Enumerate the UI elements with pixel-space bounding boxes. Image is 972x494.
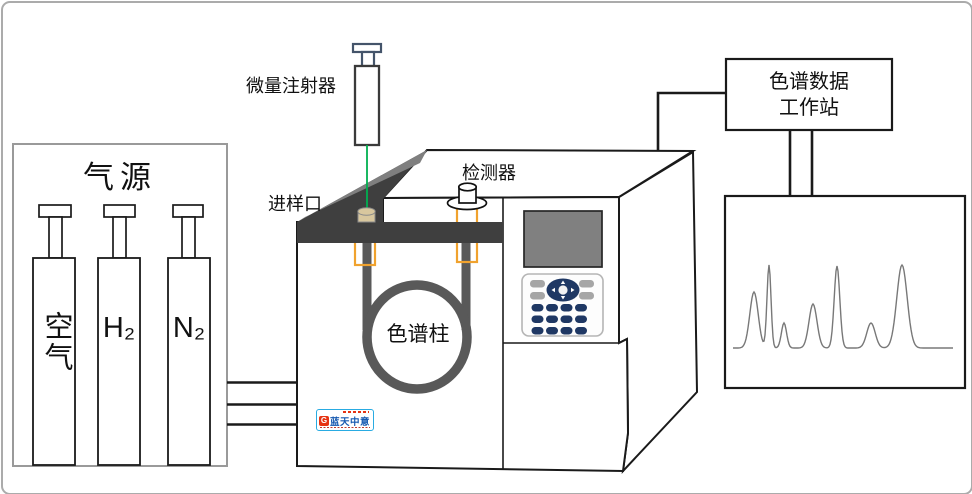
nav-up-arrow-icon	[560, 280, 566, 284]
keypad-nav-cluster[interactable]	[546, 278, 580, 302]
oven-lid-bevel	[297, 150, 427, 222]
keypad-number-keys[interactable]	[531, 304, 588, 335]
detector-label: 检测器	[462, 163, 516, 183]
nav-down-arrow-icon	[560, 296, 566, 300]
keypad-key[interactable]	[575, 327, 587, 335]
keypad-key[interactable]	[546, 327, 558, 335]
workstation-label-line1: 色谱数据	[769, 70, 849, 93]
gas-cylinder-n2	[167, 204, 211, 466]
gas-supply-lines	[227, 381, 298, 426]
logo-bottom-tagline	[320, 426, 370, 428]
column-loop	[362, 243, 472, 394]
gc-display-screen	[523, 210, 603, 268]
detector-assembly	[446, 182, 488, 211]
gas-source-box	[12, 143, 228, 467]
syringe-barrel	[353, 64, 381, 147]
keypad-key[interactable]	[546, 315, 558, 324]
syringe-plunger-cap	[351, 42, 383, 54]
keypad-key[interactable]	[560, 315, 573, 324]
cylinder-label-air: 空气	[40, 311, 72, 373]
gc-side-face	[618, 150, 699, 474]
gc-to-workstation-cable	[656, 91, 726, 151]
syringe-label: 微量注射器	[246, 76, 336, 96]
keypad-soft-keys[interactable]	[530, 280, 594, 300]
nav-right-arrow-icon	[571, 287, 575, 293]
chromatogram-box	[723, 194, 967, 390]
brand-logo: G 蓝天中意	[316, 409, 374, 431]
micro-syringe	[351, 42, 383, 147]
keypad-key[interactable]	[560, 304, 573, 312]
logo-brand-text: 蓝天中意	[330, 417, 371, 428]
column-label: 色谱柱	[386, 323, 450, 346]
workstation-label: 色谱数据 工作站	[726, 59, 892, 130]
chromatogram-display	[723, 194, 967, 390]
keypad-key[interactable]	[546, 304, 558, 312]
workstation-box	[724, 57, 894, 132]
keypad-key[interactable]	[531, 304, 544, 312]
nav-left-arrow-icon	[551, 287, 555, 293]
keypad-key[interactable]	[531, 315, 544, 324]
keypad-key[interactable]	[575, 304, 587, 312]
gas-source-title: 气源	[83, 160, 157, 195]
injection-port-label: 进样口	[268, 194, 322, 214]
gas-cylinder-h2	[97, 204, 141, 466]
workstation-label-line2: 工作站	[779, 96, 839, 119]
cylinder-label-n2: N₂	[172, 312, 206, 344]
gc-keypad	[521, 273, 604, 337]
gc-instrument	[296, 145, 699, 474]
injection-port-top	[357, 207, 376, 216]
oven-front-bar	[297, 222, 503, 243]
keypad-key[interactable]	[560, 327, 573, 335]
cylinder-label-h2: H₂	[102, 312, 136, 344]
keypad-key[interactable]	[531, 327, 544, 335]
chromatogram-trace	[733, 263, 953, 349]
syringe-plunger-stem	[360, 50, 376, 68]
workstation	[656, 57, 894, 196]
logo-g-mark-icon: G	[319, 416, 329, 426]
gas-cylinder-air	[32, 204, 76, 466]
keypad-key[interactable]	[575, 315, 587, 324]
logo-top-tagline	[343, 411, 369, 413]
